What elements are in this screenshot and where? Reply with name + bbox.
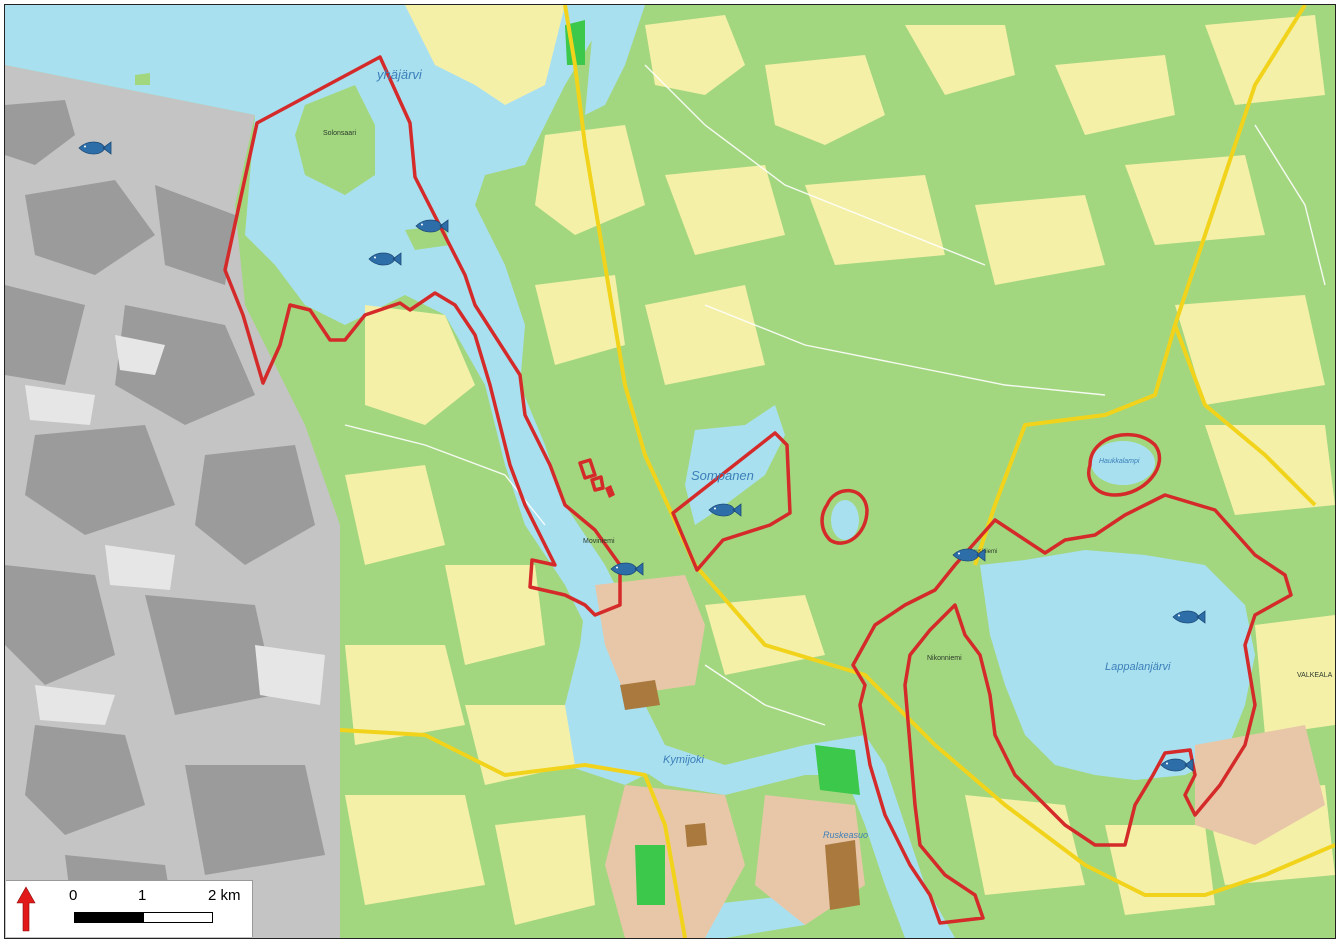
scale-segment-white bbox=[143, 912, 213, 923]
boundary-small-filled bbox=[605, 485, 615, 498]
island-solonsaari bbox=[295, 85, 375, 195]
label-solonsaari: Solonsaari bbox=[323, 130, 357, 137]
scale-tick-0: 0 bbox=[69, 887, 78, 904]
label-valkeala: VALKEALA bbox=[1297, 672, 1333, 679]
lake-lappalanjarvi bbox=[980, 550, 1255, 780]
grey-forest-patches bbox=[5, 100, 325, 935]
label-sompanen: Sompanen bbox=[691, 468, 754, 483]
island-small-1 bbox=[405, 225, 450, 250]
fish-icon[interactable] bbox=[610, 562, 644, 576]
label-pyhajarvi: yhäjärvi bbox=[376, 67, 423, 82]
boundary-east-small bbox=[820, 488, 869, 545]
island-small-2 bbox=[135, 73, 150, 85]
label-lappalanjarvi: Lappalanjärvi bbox=[1105, 661, 1171, 673]
protected-area-boundaries bbox=[223, 55, 1293, 925]
boundary-lappalanjarvi bbox=[851, 493, 1293, 925]
boundary-pyhajarvi bbox=[223, 55, 622, 617]
boundary-small-a bbox=[578, 458, 597, 480]
label-kymijoki: Kymijoki bbox=[663, 754, 705, 766]
map-frame[interactable]: yhäjärvi Sompanen Kymijoki Lappalanjärvi… bbox=[4, 4, 1336, 939]
fish-icon[interactable] bbox=[708, 503, 742, 517]
industrial-areas bbox=[620, 680, 860, 910]
boundary-sompanen bbox=[671, 431, 792, 572]
fish-icon[interactable] bbox=[78, 141, 112, 155]
main-roads bbox=[339, 5, 1335, 938]
label-haukkalampi: Haukkalampi bbox=[1099, 458, 1140, 465]
fish-markers bbox=[78, 141, 1206, 772]
lake-small-east bbox=[831, 500, 859, 540]
minor-roads bbox=[344, 64, 1326, 726]
boundary-small-b bbox=[590, 475, 605, 492]
scale-segment-black bbox=[74, 912, 144, 923]
lake-haukkalampi bbox=[1091, 441, 1155, 485]
river-kymijoki bbox=[580, 605, 955, 938]
label-ruskeasuo: Ruskeasuo bbox=[823, 830, 868, 840]
scale-tick-2: 2 km bbox=[208, 887, 241, 904]
grey-light-fields bbox=[25, 335, 325, 725]
fish-icon[interactable] bbox=[415, 219, 449, 233]
scale-tick-1: 1 bbox=[138, 887, 147, 904]
north-arrow-icon bbox=[16, 886, 36, 932]
fish-icon[interactable] bbox=[1160, 758, 1194, 772]
lake-north-strip bbox=[585, 5, 645, 115]
scale-bar: 0 1 2 km bbox=[6, 880, 253, 937]
label-moviniemi: Moviniemi bbox=[583, 538, 615, 545]
label-nikonniemi: Nikonniemi bbox=[927, 655, 962, 662]
map-canvas[interactable]: yhäjärvi Sompanen Kymijoki Lappalanjärvi… bbox=[5, 5, 1335, 938]
fish-icon[interactable] bbox=[952, 548, 986, 562]
fish-icon[interactable] bbox=[368, 252, 402, 266]
fish-icon[interactable] bbox=[1172, 610, 1206, 624]
boundary-haukkalampi bbox=[1087, 432, 1162, 497]
